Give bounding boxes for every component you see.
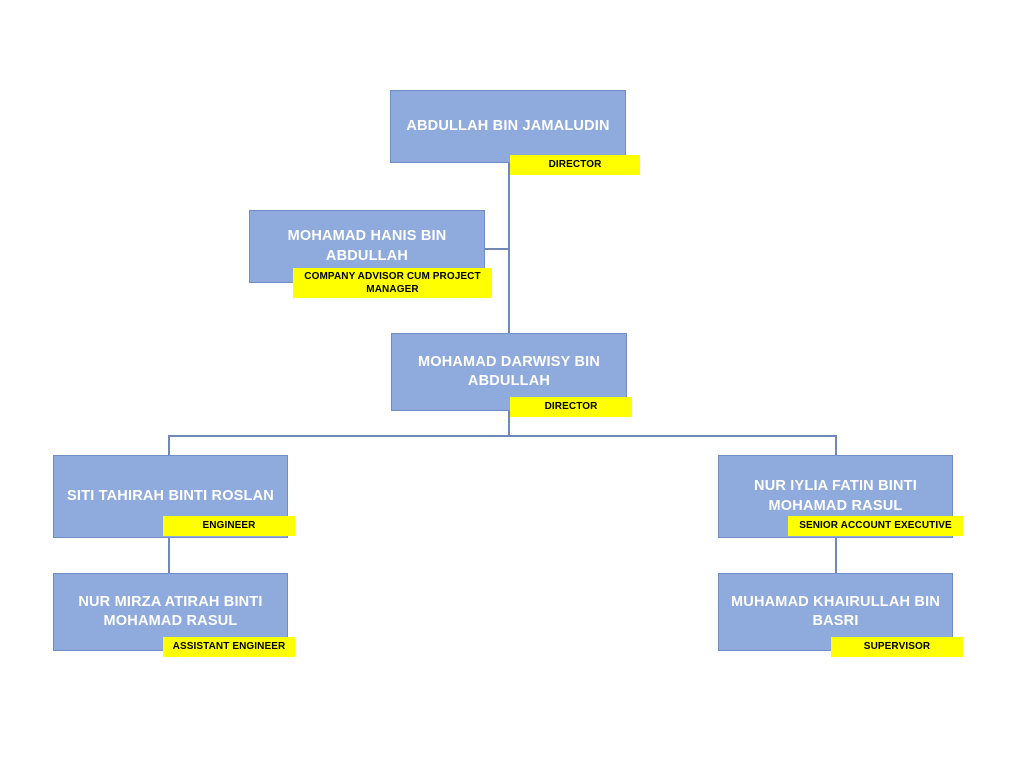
role-text: ASSISTANT ENGINEER <box>172 641 286 653</box>
node-name: SITI TAHIRAH BINTI ROSLAN <box>67 487 274 504</box>
node-box-mohamad-darwisy-bin-abdullah[interactable]: MOHAMAD DARWISY BIN ABDULLAH <box>391 333 627 411</box>
role-label-company-advisor-cum-project-manager[interactable]: COMPANY ADVISOR CUM PROJECT MANAGER <box>293 268 492 298</box>
node-name: MUHAMAD KHAIRULLAH BIN BASRI <box>731 593 940 629</box>
connector-iylia-to-khairullah <box>835 538 837 573</box>
connector-to-advisor <box>485 248 510 250</box>
role-label-engineer[interactable]: ENGINEER <box>163 516 295 536</box>
role-text: COMPANY ADVISOR CUM PROJECT MANAGER <box>304 270 481 296</box>
role-label-assistant-engineer[interactable]: ASSISTANT ENGINEER <box>163 637 295 657</box>
role-text: SUPERVISOR <box>863 641 931 653</box>
connector-bus-to-iylia <box>835 435 837 455</box>
node-box-abdullah-bin-jamaludin[interactable]: ABDULLAH BIN JAMALUDIN <box>390 90 626 163</box>
node-name: MOHAMAD HANIS BIN ABDULLAH <box>287 228 447 264</box>
node-name: MOHAMAD DARWISY BIN ABDULLAH <box>417 353 601 389</box>
role-label-supervisor[interactable]: SUPERVISOR <box>831 637 963 657</box>
connector-level4-bus <box>168 435 837 437</box>
role-label-senior-account-executive[interactable]: SENIOR ACCOUNT EXECUTIVE <box>788 516 963 536</box>
connector-siti-to-mirza <box>168 538 170 573</box>
role-text: DIRECTOR <box>548 159 602 171</box>
role-label-director-top[interactable]: DIRECTOR <box>510 155 640 175</box>
node-name: NUR MIRZA ATIRAH BINTI MOHAMAD RASUL <box>78 593 263 629</box>
role-text: ENGINEER <box>202 520 256 532</box>
connector-darwisy-down <box>508 411 510 436</box>
role-label-director-darwisy[interactable]: DIRECTOR <box>510 397 632 417</box>
role-text: DIRECTOR <box>544 401 598 413</box>
connector-bus-to-siti <box>168 435 170 455</box>
role-text: SENIOR ACCOUNT EXECUTIVE <box>799 520 952 532</box>
node-name: ABDULLAH BIN JAMALUDIN <box>406 117 610 134</box>
node-name: NUR IYLIA FATIN BINTI MOHAMAD RASUL <box>754 478 917 514</box>
